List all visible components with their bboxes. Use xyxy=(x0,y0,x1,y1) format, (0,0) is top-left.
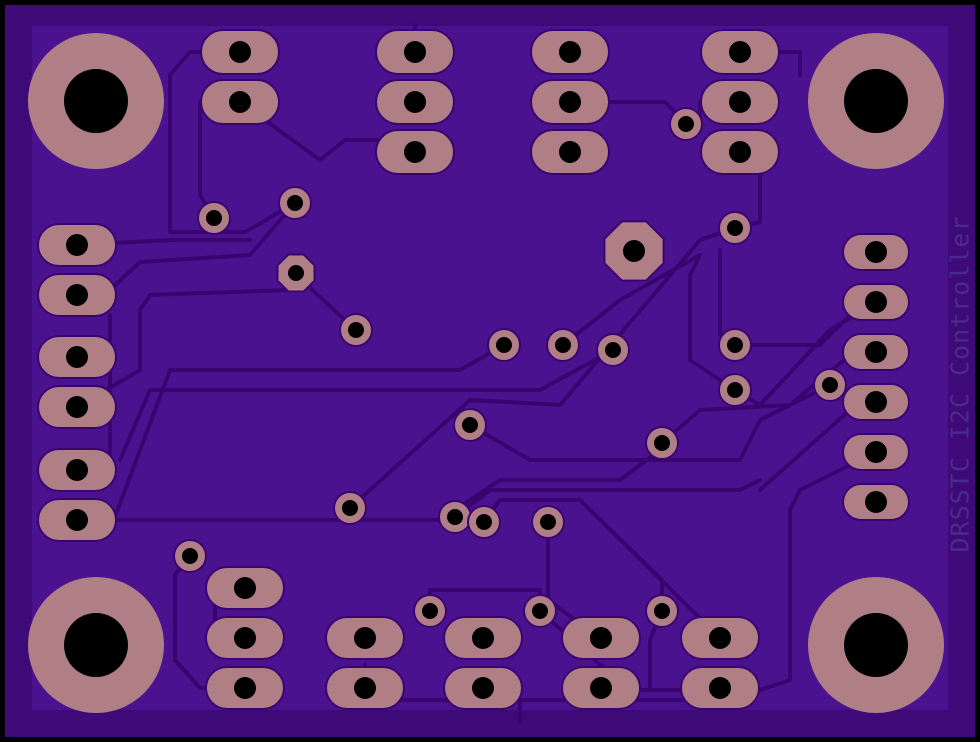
via xyxy=(467,505,501,539)
board-silkscreen-label: DRSSTC I2C Controller xyxy=(945,215,975,553)
pad xyxy=(561,666,641,710)
via xyxy=(453,408,487,442)
pad xyxy=(37,385,117,429)
via xyxy=(546,328,580,362)
pad xyxy=(375,129,455,175)
pad xyxy=(561,616,641,660)
pad xyxy=(200,29,280,75)
via xyxy=(438,500,472,534)
via xyxy=(718,328,752,362)
via xyxy=(718,373,752,407)
pad xyxy=(200,79,280,125)
pad xyxy=(842,433,910,471)
via xyxy=(596,333,630,367)
pad xyxy=(375,29,455,75)
via xyxy=(487,328,521,362)
pad xyxy=(325,666,405,710)
pad xyxy=(37,335,117,379)
mounting-holes xyxy=(28,33,944,713)
via xyxy=(333,491,367,525)
pad xyxy=(700,29,780,75)
pad xyxy=(530,29,610,75)
via xyxy=(197,201,231,235)
pad xyxy=(205,666,285,710)
pad xyxy=(325,616,405,660)
via xyxy=(669,107,703,141)
pads xyxy=(37,29,910,710)
vias xyxy=(173,107,847,628)
pad xyxy=(700,129,780,175)
pad xyxy=(37,223,117,267)
via xyxy=(523,594,557,628)
via xyxy=(645,594,679,628)
pad xyxy=(700,79,780,125)
octagon-pad xyxy=(276,253,316,293)
via xyxy=(531,505,565,539)
pad xyxy=(375,79,455,125)
pad xyxy=(443,616,523,660)
pad xyxy=(37,448,117,492)
pad xyxy=(842,483,910,521)
pad xyxy=(842,233,910,271)
pad xyxy=(443,666,523,710)
pad xyxy=(842,283,910,321)
via xyxy=(339,313,373,347)
pad xyxy=(842,333,910,371)
mount-hole-top-left xyxy=(28,33,164,169)
mount-hole-bottom-right xyxy=(808,577,944,713)
pad xyxy=(680,666,760,710)
pad xyxy=(842,383,910,421)
pad xyxy=(205,566,285,610)
pad xyxy=(530,129,610,175)
pad xyxy=(205,616,285,660)
mount-hole-top-right xyxy=(808,33,944,169)
pad xyxy=(37,498,117,542)
pad xyxy=(37,273,117,317)
via xyxy=(718,211,752,245)
octagon-pad xyxy=(603,220,665,282)
via xyxy=(278,186,312,220)
pad xyxy=(530,79,610,125)
via xyxy=(813,368,847,402)
via xyxy=(645,426,679,460)
via xyxy=(173,539,207,573)
via xyxy=(413,594,447,628)
mount-hole-bottom-left xyxy=(28,577,164,713)
pad xyxy=(680,616,760,660)
